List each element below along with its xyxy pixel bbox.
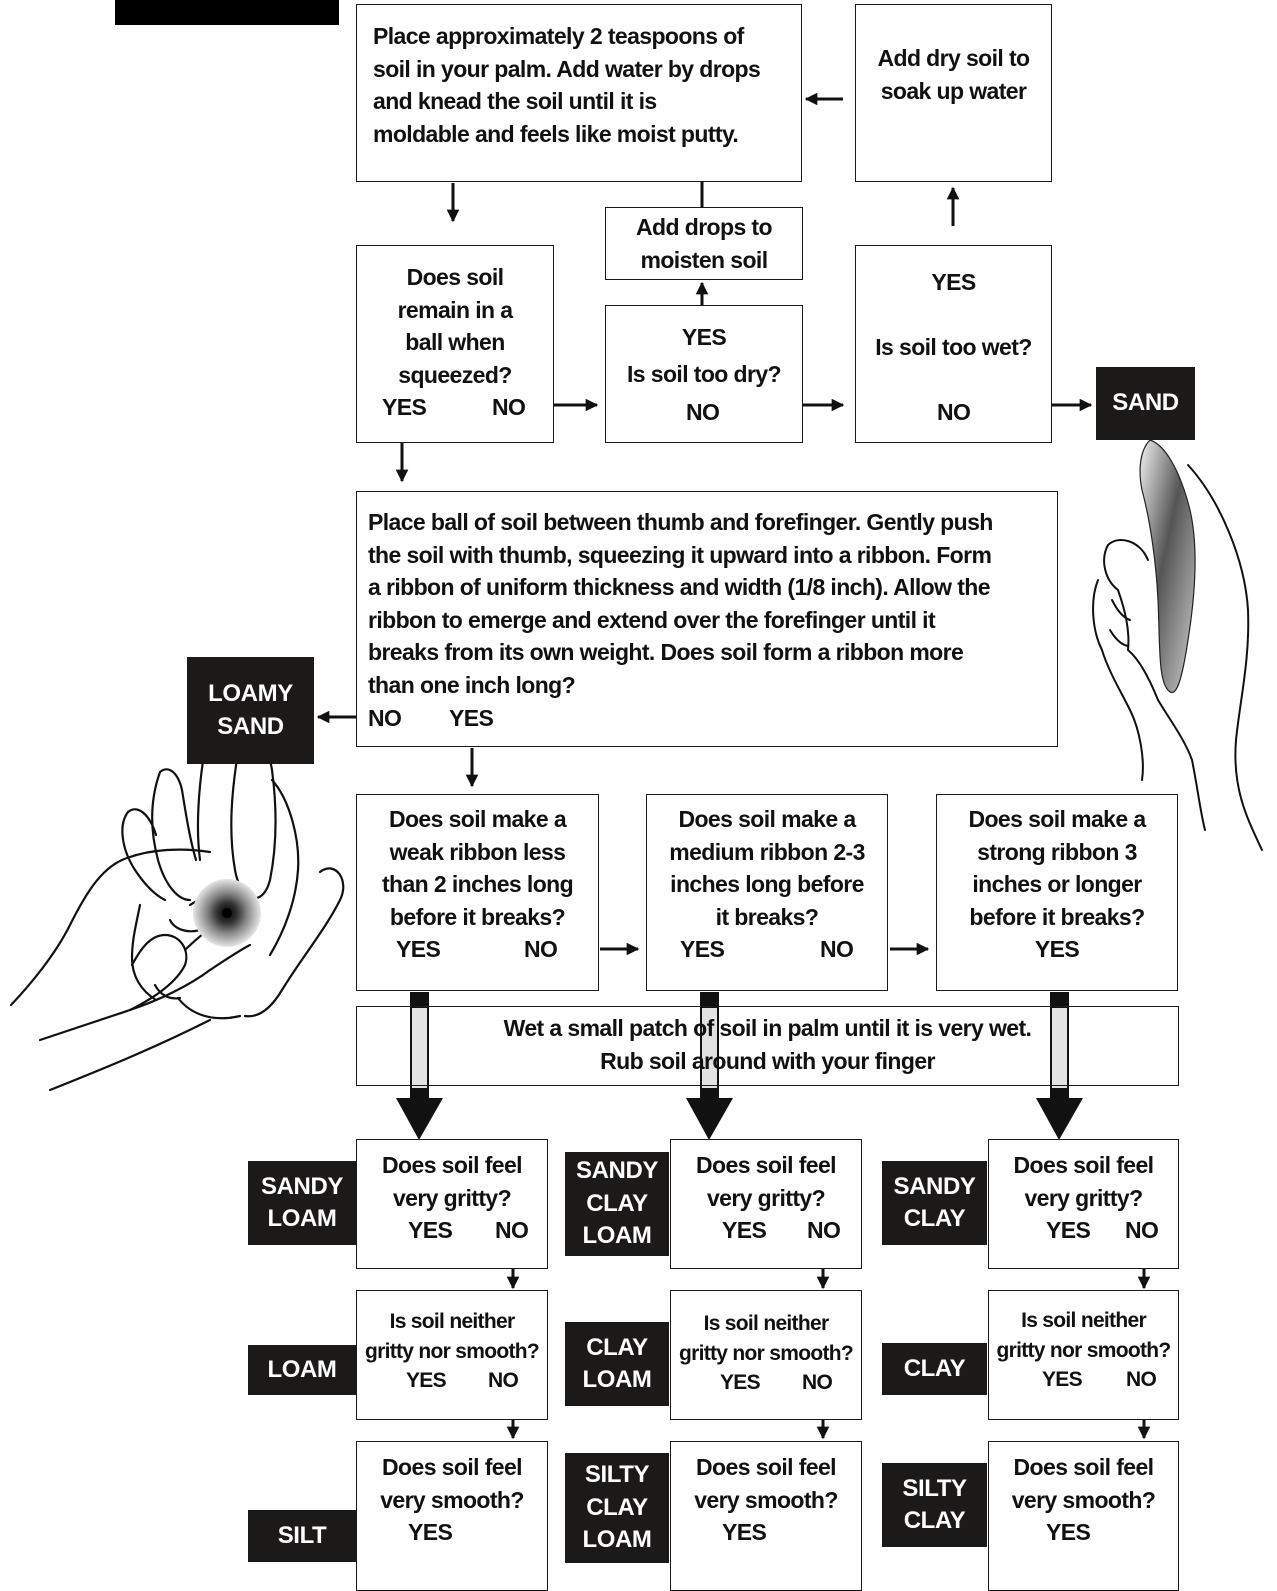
smooth-box-3 <box>988 1441 1179 1591</box>
gritty-no-1: NO <box>495 1217 529 1243</box>
medium-yes-label: YES <box>680 936 725 962</box>
step-place-soil-box <box>356 4 802 182</box>
result-clay-loam: CLAY LOAM <box>565 1322 669 1406</box>
add-dry-soil-text: Add dry soil to soak up water <box>877 45 1030 104</box>
neither-text-3: Is soil neither gritty nor smooth? <box>996 1309 1171 1362</box>
medium-ribbon-box <box>646 794 888 991</box>
rubbing-hands-illustration <box>9 743 345 1092</box>
ball-question-text: Does soil remain in a ball when squeezed… <box>397 264 513 388</box>
wet-patch-text: Wet a small patch of soil in palm until … <box>503 1015 1032 1074</box>
neither-box-2 <box>670 1290 862 1420</box>
result-clay: CLAY <box>882 1343 987 1395</box>
smooth-text-3: Does soil feel very smooth? <box>1011 1454 1156 1513</box>
neither-yes-2: YES <box>720 1371 761 1394</box>
result-loam: LOAM <box>248 1345 356 1395</box>
neither-box-1 <box>356 1290 548 1420</box>
smooth-box-2 <box>670 1441 862 1591</box>
result-sandy-clay-loam: SANDY CLAY LOAM <box>565 1152 669 1256</box>
strong-ribbon-box <box>936 794 1178 991</box>
ribbon-step-text: Place ball of soil between thumb and for… <box>368 509 993 698</box>
neither-no-2: NO <box>802 1371 833 1394</box>
too-wet-question-box <box>855 245 1052 443</box>
ball-yes-label: YES <box>382 394 427 420</box>
ribbon-yes-label: YES <box>449 705 494 731</box>
ball-question-box <box>356 245 554 443</box>
ribbon-hand-illustration <box>1092 439 1263 851</box>
gritty-yes-2: YES <box>722 1217 767 1243</box>
weak-yes-label: YES <box>396 936 441 962</box>
smooth-box-1 <box>356 1441 548 1591</box>
smooth-text-2: Does soil feel very smooth? <box>694 1454 838 1513</box>
big-arrow-medium <box>686 992 733 1140</box>
neither-yes-3: YES <box>1042 1368 1083 1391</box>
add-dry-soil-box <box>855 4 1052 182</box>
neither-text-1: Is soil neither gritty nor smooth? <box>364 1310 540 1363</box>
gritty-yes-3: YES <box>1046 1217 1091 1243</box>
gritty-box-2 <box>670 1139 862 1269</box>
neither-text-2: Is soil neither gritty nor smooth? <box>678 1312 854 1365</box>
too-wet-no-label: NO <box>937 399 971 425</box>
add-drops-box <box>605 207 803 280</box>
weak-ribbon-box <box>356 794 599 991</box>
gritty-text-3: Does soil feel very gritty? <box>1013 1152 1154 1211</box>
too-wet-yes-label: YES <box>931 269 976 295</box>
ball-no-label: NO <box>492 394 526 420</box>
neither-no-1: NO <box>488 1369 519 1392</box>
too-dry-no-label: NO <box>686 399 720 425</box>
gritty-box-1 <box>356 1139 548 1269</box>
too-wet-question: Is soil too wet? <box>875 334 1032 360</box>
ribbon-step-box <box>356 491 1058 747</box>
gritty-text-2: Does soil feel very gritty? <box>696 1152 836 1211</box>
weak-ribbon-text: Does soil make a weak ribbon less than 2… <box>381 806 574 930</box>
gritty-yes-1: YES <box>408 1217 453 1243</box>
neither-no-3: NO <box>1126 1368 1157 1391</box>
header-black-bar <box>115 0 339 25</box>
gritty-box-3 <box>988 1139 1179 1269</box>
smooth-yes-3: YES <box>1046 1519 1091 1545</box>
result-silty-clay: SILTY CLAY <box>882 1463 987 1547</box>
result-sandy-loam: SANDY LOAM <box>248 1161 356 1245</box>
gritty-text-1: Does soil feel very gritty? <box>382 1152 522 1211</box>
result-sandy-clay: SANDY CLAY <box>882 1161 987 1245</box>
add-drops-text: Add drops to moisten soil <box>636 214 772 273</box>
neither-yes-1: YES <box>406 1369 447 1392</box>
result-loamy-sand: LOAMY SAND <box>187 657 314 764</box>
result-silt: SILT <box>248 1510 356 1562</box>
medium-ribbon-text: Does soil make a medium ribbon 2-3 inche… <box>669 806 865 930</box>
smooth-text-1: Does soil feel very smooth? <box>380 1454 524 1513</box>
big-arrow-strong <box>1036 992 1083 1140</box>
medium-no-label: NO <box>820 936 854 962</box>
result-silty-clay-loam: SILTY CLAY LOAM <box>565 1453 669 1563</box>
weak-no-label: NO <box>524 936 558 962</box>
too-dry-question-box <box>605 305 803 443</box>
ribbon-no-label: NO <box>368 705 402 731</box>
smooth-yes-2: YES <box>722 1519 767 1545</box>
step-place-soil-text: Place approximately 2 teaspoons of soil … <box>373 23 761 147</box>
big-arrow-weak <box>396 992 443 1140</box>
wet-patch-box <box>356 1006 1179 1086</box>
gritty-no-3: NO <box>1125 1217 1159 1243</box>
too-dry-question: Is soil too dry? <box>627 361 782 387</box>
gritty-no-2: NO <box>807 1217 841 1243</box>
too-dry-yes-label: YES <box>681 324 727 350</box>
neither-box-3 <box>988 1290 1179 1420</box>
result-sand: SAND <box>1096 367 1195 440</box>
smooth-yes-1: YES <box>408 1519 453 1545</box>
strong-ribbon-text: Does soil make a strong ribbon 3 inches … <box>968 806 1146 930</box>
strong-yes-label: YES <box>1034 936 1080 962</box>
